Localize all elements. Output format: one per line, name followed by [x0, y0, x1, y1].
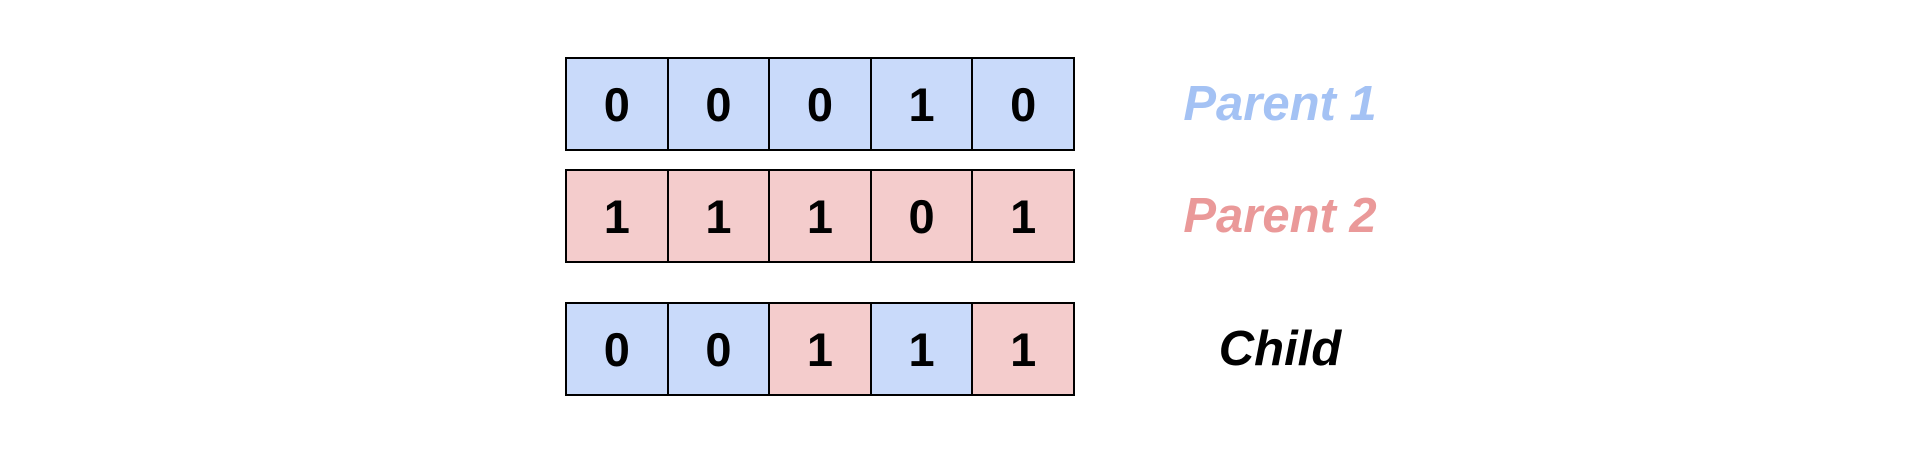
gene-cell: 1	[971, 171, 1073, 261]
gene-cell: 1	[869, 59, 972, 149]
gene-cell: 0	[567, 59, 667, 149]
parent1-label: Parent 1	[1183, 76, 1377, 131]
gene-value: 1	[908, 77, 935, 131]
gene-value: 1	[603, 189, 630, 243]
parent2-gene-row: 1 1 1 0 1	[565, 169, 1075, 263]
gene-cell: 0	[666, 59, 769, 149]
gene-cell: 1	[869, 304, 972, 394]
gene-value: 0	[705, 322, 732, 376]
gene-value: 1	[1010, 322, 1037, 376]
gene-value: 1	[908, 322, 935, 376]
child-gene-row: 0 0 1 1 1	[565, 302, 1075, 396]
gene-value: 1	[1010, 189, 1037, 243]
gene-cell: 0	[869, 171, 972, 261]
gene-cell: 0	[768, 59, 870, 149]
gene-cell: 1	[768, 304, 870, 394]
parent1-gene-row: 0 0 0 1 0	[565, 57, 1075, 151]
gene-value: 0	[806, 77, 834, 131]
gene-cell: 1	[768, 171, 870, 261]
parent2-label: Parent 2	[1183, 188, 1377, 243]
gene-value: 1	[806, 189, 834, 243]
gene-value: 1	[806, 322, 834, 376]
gene-value: 1	[705, 189, 732, 243]
gene-cell: 1	[971, 304, 1073, 394]
gene-cell: 1	[666, 171, 769, 261]
gene-cell: 0	[971, 59, 1073, 149]
gene-cell: 1	[567, 171, 667, 261]
gene-cell: 0	[666, 304, 769, 394]
gene-cell: 0	[567, 304, 667, 394]
gene-value: 0	[908, 189, 935, 243]
gene-value: 0	[603, 77, 630, 131]
child-label: Child	[1218, 321, 1342, 376]
gene-value: 0	[705, 77, 732, 131]
gene-value: 0	[603, 322, 630, 376]
gene-value: 0	[1010, 77, 1037, 131]
